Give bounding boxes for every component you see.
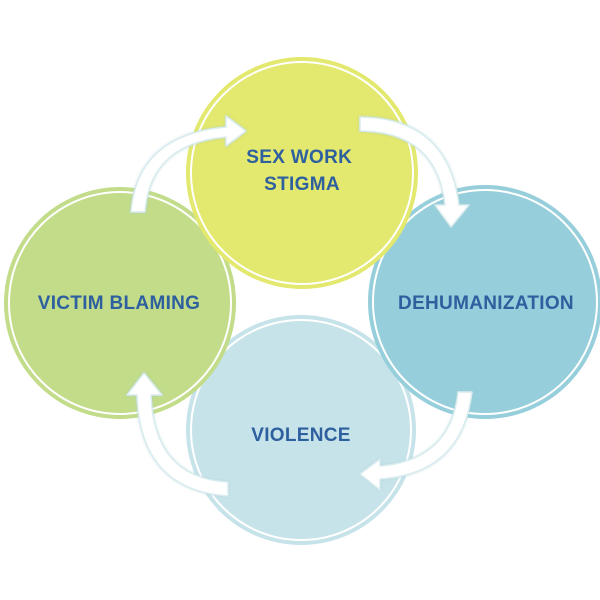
node-dehumanization-circle (368, 185, 600, 419)
label-violence-line-1: VIOLENCE (251, 425, 351, 446)
cycle-arrows (126, 115, 473, 497)
node-victim-blaming-circle (4, 187, 236, 419)
node-dehumanization-ring (372, 189, 598, 415)
label-stigma-line-1: SEX WORK (246, 147, 352, 168)
node-victim-blaming-ring (8, 191, 232, 415)
arrow-violence-to-victim (126, 372, 229, 497)
arrow-victim-to-stigma (130, 115, 247, 213)
label-dehumanization: DEHUMANIZATION (398, 293, 574, 314)
label-victim-blaming: VICTIM BLAMING (38, 293, 201, 314)
node-stigma-circle (186, 57, 418, 289)
node-stigma-ring (190, 61, 414, 285)
label-stigma-line-2: STIGMA (264, 174, 340, 195)
node-stigma (186, 57, 418, 289)
node-violence-ring (190, 319, 412, 541)
label-dehumanization-line-1: DEHUMANIZATION (398, 293, 574, 314)
arrow-stigma-to-dehumanization (359, 116, 470, 228)
label-violence: VIOLENCE (251, 425, 351, 446)
label-victim-blaming-line-1: VICTIM BLAMING (38, 293, 201, 314)
label-stigma: SEX WORK STIGMA (246, 147, 357, 195)
node-violence (186, 315, 416, 545)
node-victim-blaming (4, 187, 236, 419)
node-dehumanization (368, 185, 600, 419)
arrow-dehumanization-to-violence (359, 391, 473, 491)
node-violence-circle (186, 315, 416, 545)
